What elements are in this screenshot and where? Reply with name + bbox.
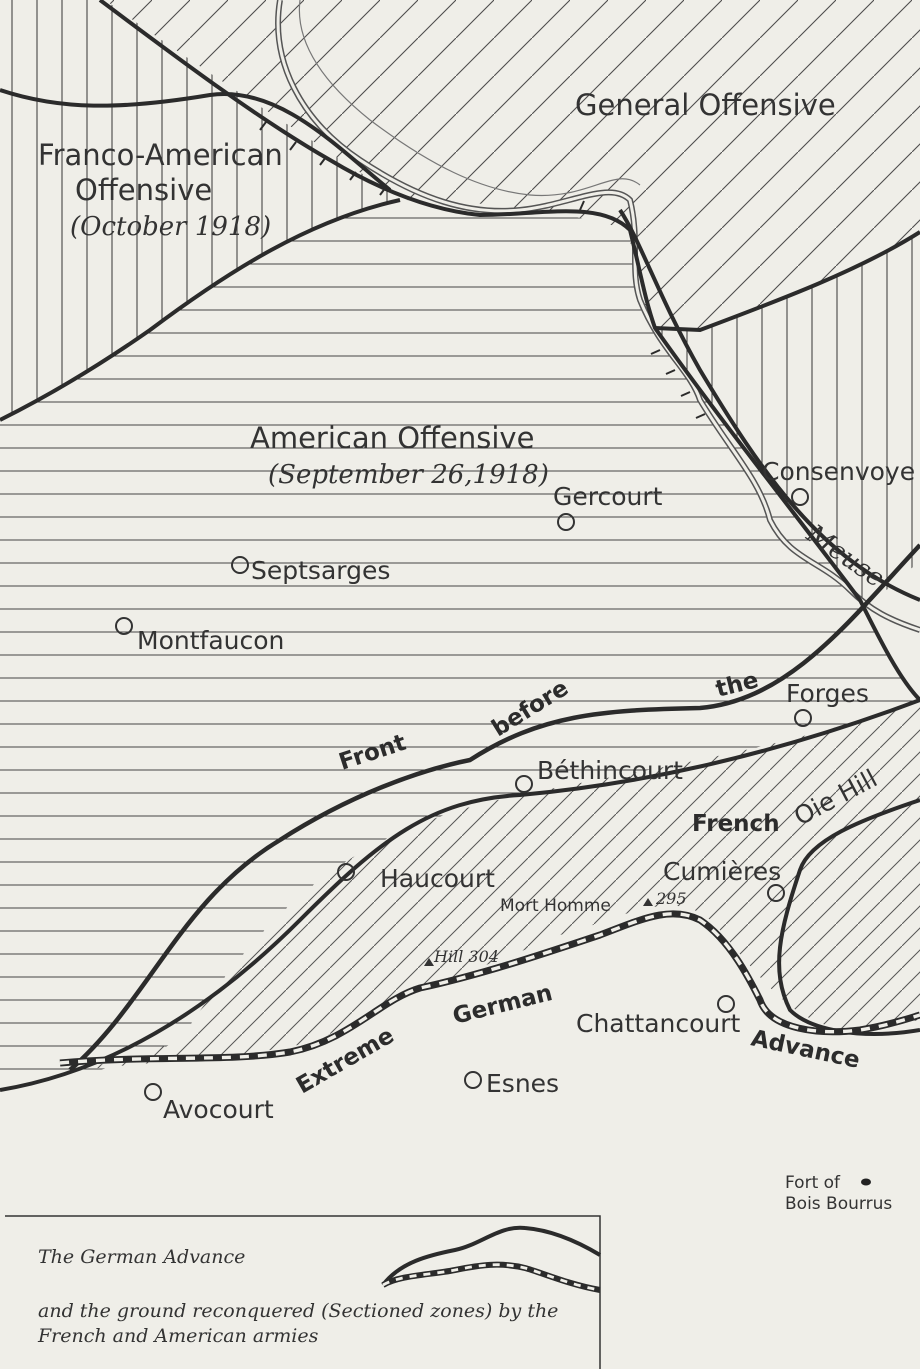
svg-text:Montfaucon: Montfaucon — [137, 626, 284, 655]
french-word: French — [692, 811, 780, 837]
legend-line-1: The German Advance — [38, 1246, 245, 1268]
american-offensive-zone — [0, 200, 920, 1090]
svg-text:Mort Homme: Mort Homme — [500, 896, 611, 916]
place-haucourt: Haucourt — [337, 863, 495, 893]
place-forges: Forges — [786, 679, 869, 727]
svg-text:Gercourt: Gercourt — [553, 482, 663, 511]
franco-american-label-1: Franco-American — [38, 138, 283, 172]
american-offensive-label-2: (September 26,1918) — [268, 460, 549, 490]
place-esnes: Esnes — [464, 1069, 559, 1098]
svg-text:Béthincourt: Béthincourt — [537, 756, 683, 785]
place-fort-bois-bourrus: Fort of Bois Bourrus — [785, 1173, 892, 1214]
svg-text:Septsarges: Septsarges — [251, 556, 390, 585]
german-word: German — [450, 980, 555, 1030]
place-montfaucon: Montfaucon — [115, 617, 284, 655]
place-consenvoye: Consenvoye — [762, 457, 915, 506]
place-septsarges: Septsarges — [231, 556, 390, 585]
legend-line-3: French and American armies — [37, 1325, 319, 1347]
french-reconquered-zone — [40, 700, 920, 1075]
place-chattancourt: Chattancourt — [576, 995, 741, 1038]
franco-american-line — [0, 88, 392, 192]
place-gercourt: Gercourt — [553, 482, 663, 531]
svg-text:Chattancourt: Chattancourt — [576, 1009, 741, 1038]
front-before-french-line — [68, 543, 920, 1072]
svg-text:Fort of: Fort of — [785, 1173, 841, 1193]
american-offensive-label-1: American Offensive — [250, 421, 534, 455]
general-offensive-zone — [105, 0, 920, 330]
legend-solid-line-sample — [381, 1225, 602, 1287]
legend-line-2: and the ground reconquered (Sectioned zo… — [38, 1300, 558, 1322]
svg-text:Hill 304: Hill 304 — [433, 947, 499, 966]
franco-american-label-2: Offensive — [75, 173, 212, 207]
svg-text:Avocourt: Avocourt — [163, 1095, 274, 1124]
place-avocourt: Avocourt — [144, 1083, 274, 1124]
svg-text:Forges: Forges — [786, 679, 869, 708]
svg-text:Cumières: Cumières — [663, 857, 781, 886]
place-mort-homme: Mort Homme — [500, 896, 653, 916]
offensive-boundary-east — [654, 230, 920, 333]
front-line-south — [0, 698, 920, 1092]
hill-304: Hill 304 — [424, 947, 499, 966]
legend: The German Advance and the ground reconq… — [5, 1215, 602, 1369]
svg-text:Haucourt: Haucourt — [380, 864, 495, 893]
place-cumieres: Cumières — [663, 857, 785, 902]
place-bethincourt: Béthincourt — [515, 756, 683, 793]
svg-text:Esnes: Esnes — [486, 1069, 559, 1098]
height-295: 295 — [655, 889, 687, 908]
general-offensive-label: General Offensive — [575, 88, 836, 122]
franco-american-label-3: (October 1918) — [70, 212, 271, 242]
svg-text:Consenvoye: Consenvoye — [762, 457, 915, 486]
legend-dashed-line-sample — [381, 1261, 601, 1293]
svg-text:Bois Bourrus: Bois Bourrus — [785, 1194, 892, 1214]
line-east-to-consenvoye — [618, 208, 920, 602]
offensive-boundary — [0, 198, 401, 422]
